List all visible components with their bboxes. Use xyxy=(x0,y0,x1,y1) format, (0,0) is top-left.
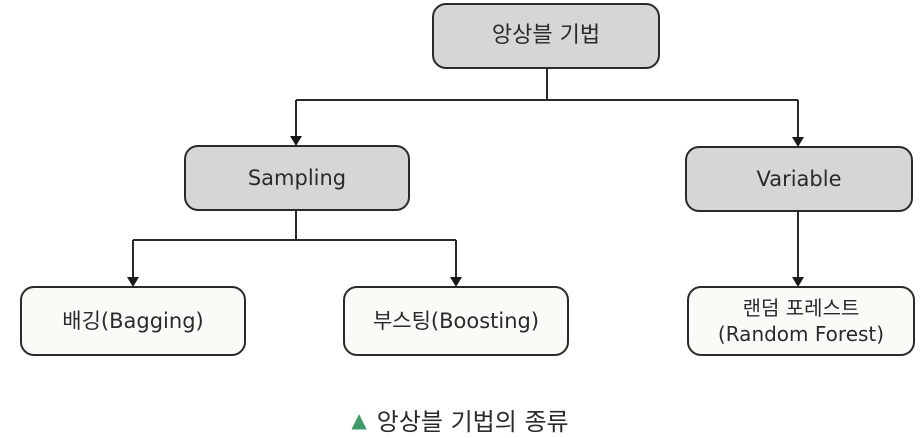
figure-caption: ▲ 앙상블 기법의 종류 xyxy=(0,402,920,437)
node-boosting: 부스팅(Boosting) xyxy=(343,286,569,356)
node-random-forest: 랜덤 포레스트 (Random Forest) xyxy=(687,286,915,356)
node-random-forest-label-english: (Random Forest) xyxy=(717,322,885,346)
node-random-forest-text: 랜덤 포레스트 (Random Forest) xyxy=(718,295,884,347)
node-boosting-label: 부스팅(Boosting) xyxy=(372,308,540,333)
node-ensemble-methods-label: 앙상블 기법 xyxy=(491,23,601,49)
node-bagging: 배깅(Bagging) xyxy=(20,286,246,356)
node-ensemble-methods: 앙상블 기법 xyxy=(432,3,660,69)
node-sampling: Sampling xyxy=(184,145,410,211)
node-bagging-label: 배깅(Bagging) xyxy=(62,308,204,333)
node-random-forest-label-korean: 랜덤 포레스트 xyxy=(742,296,860,320)
node-variable: Variable xyxy=(685,146,913,212)
node-sampling-label: Sampling xyxy=(247,165,347,190)
figure-caption-text: 앙상블 기법의 종류 xyxy=(376,408,569,436)
triangle-up-icon: ▲ xyxy=(351,407,367,432)
node-variable-label: Variable xyxy=(756,166,842,191)
